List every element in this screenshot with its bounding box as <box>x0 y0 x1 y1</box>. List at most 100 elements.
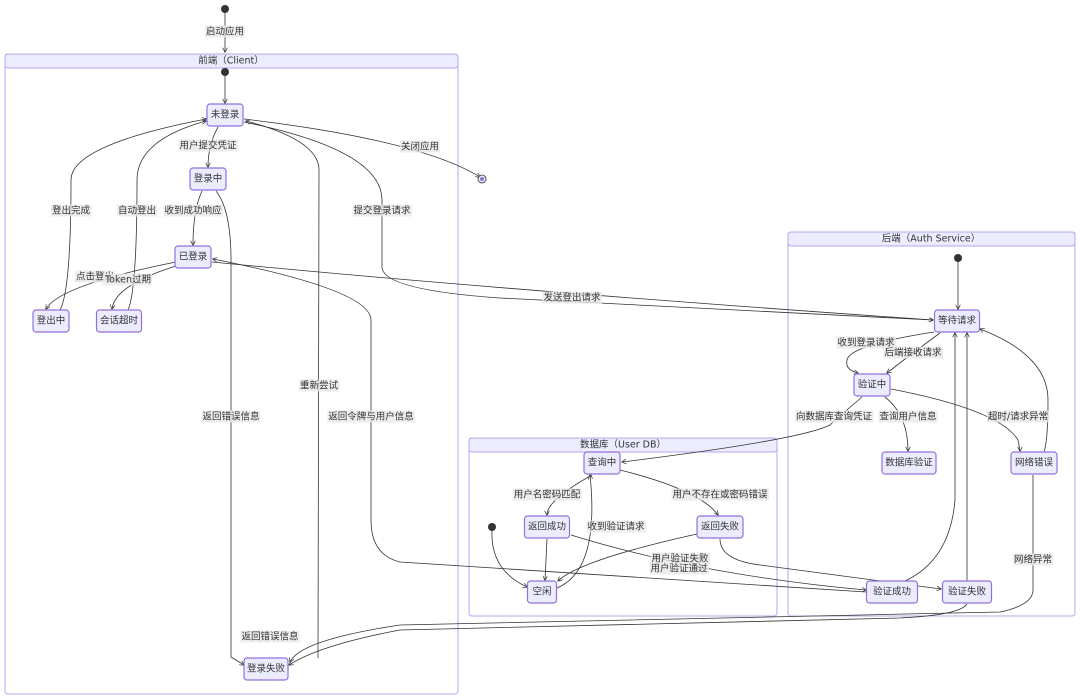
state-label: 数据库验证 <box>885 457 933 469</box>
edge-neterr-back <box>980 329 1049 453</box>
transition-label: 关闭应用 <box>399 140 441 153</box>
state-label: 空闲 <box>532 586 551 598</box>
transition-label: 收到登录请求 <box>836 336 896 349</box>
transition-text: 关闭应用 <box>401 141 439 153</box>
edge-net-exception <box>290 475 1034 662</box>
start-state <box>954 254 962 262</box>
edge-verify-ok-back <box>904 333 955 582</box>
edge-fail-to-login-failed <box>289 603 968 665</box>
transition-text: 发送登出请求 <box>543 292 601 304</box>
edge-return-error <box>215 190 244 665</box>
transition-text: 返回错误信息 <box>202 411 259 423</box>
transition-text: 收到成功响应 <box>164 205 222 217</box>
edge-return-token <box>213 259 867 593</box>
transition-text: 用户验证失败 <box>651 553 709 565</box>
transition-label: 提交登录请求 <box>352 204 412 217</box>
state-label: 登录失败 <box>247 663 286 675</box>
edge-logout-done <box>59 119 206 311</box>
transition-text: 网络异常 <box>1014 554 1052 566</box>
state-logged-in: 已登录 <box>174 245 212 269</box>
state-verify-fail: 验证失败 <box>941 580 993 604</box>
cluster-title: 后端（Auth Service） <box>882 233 980 245</box>
transition-text: 用户提交凭证 <box>179 140 237 152</box>
state-label: 返回成功 <box>528 521 566 533</box>
state-label: 未登录 <box>211 109 240 121</box>
transition-label: Token过期 <box>102 273 153 286</box>
cluster-title: 数据库（User DB） <box>580 439 666 451</box>
edge-ok-idle <box>545 538 547 580</box>
state-label: 验证成功 <box>873 586 911 598</box>
edge-submit-login <box>243 121 933 320</box>
state-login-failed: 登录失败 <box>243 657 289 681</box>
transition-text: 重新尝试 <box>300 380 339 392</box>
state-label: 登出中 <box>37 315 66 327</box>
transition-text: 收到登录请求 <box>837 337 895 349</box>
transition-label: 登出完成 <box>50 204 92 217</box>
transition-text: 返回错误信息 <box>241 631 298 643</box>
edge-token-expired <box>112 265 177 309</box>
transition-text: 用户不存在或密码错误 <box>672 489 768 501</box>
transition-text: 用户名密码匹配 <box>514 489 581 501</box>
state-label: 返回失败 <box>701 521 740 533</box>
transition-text: Token过期 <box>104 274 151 286</box>
state-return-ok: 返回成功 <box>523 515 571 539</box>
edge-db-start <box>491 529 527 587</box>
transition-label: 发送登出请求 <box>542 291 602 304</box>
state-label: 查询中 <box>588 457 617 469</box>
start-state <box>488 523 496 531</box>
end-state <box>477 174 487 184</box>
state-label: 等待请求 <box>938 315 977 327</box>
state-label: 会话超时 <box>100 315 139 327</box>
state-session-timeout: 会话超时 <box>95 309 143 333</box>
state-logging-in: 登录中 <box>189 167 227 191</box>
transition-label: 收到验证请求 <box>586 520 646 533</box>
transition-text: 提交登录请求 <box>353 205 411 217</box>
state-label: 验证失败 <box>948 586 987 598</box>
cluster-backend: 后端（Auth Service） <box>787 231 1076 617</box>
start-state <box>221 5 229 13</box>
state-label: 验证中 <box>858 379 887 391</box>
state-logging-out: 登出中 <box>32 309 70 333</box>
transition-label: 超时/请求异常 <box>986 410 1050 423</box>
state-querying: 查询中 <box>583 451 621 475</box>
edge-send-logout <box>211 261 933 320</box>
transition-text: 超时/请求异常 <box>988 411 1048 423</box>
edge-close-app <box>243 118 480 177</box>
transition-label: 自动登出 <box>116 204 158 217</box>
transition-label: 返回错误信息 <box>240 630 300 643</box>
start-state <box>221 68 229 76</box>
transition-label: 用户名密码匹配 <box>512 488 582 501</box>
transition-label: 重新尝试 <box>298 379 340 392</box>
edge-auto-logout <box>127 121 206 311</box>
transition-label: 用户提交凭证 <box>178 139 238 152</box>
edge-user-pass <box>570 534 866 590</box>
state-verifying: 验证中 <box>853 373 891 397</box>
transition-text: 收到验证请求 <box>587 521 645 533</box>
transition-label: 后端接收请求 <box>883 346 943 359</box>
edge-click-logout <box>46 261 177 309</box>
transition-text: 登出完成 <box>52 205 91 217</box>
edge-recv-verify <box>556 475 592 589</box>
transition-text: 用户验证通过 <box>650 563 708 575</box>
edge-retry <box>246 121 320 659</box>
transition-label: 查询用户信息 <box>878 410 938 423</box>
state-network-error: 网络错误 <box>1010 451 1058 475</box>
transition-text: 后端接收请求 <box>884 347 942 359</box>
transition-label: 用户验证失败 <box>650 552 710 565</box>
edge-timeout <box>890 388 1020 451</box>
state-db-verify: 数据库验证 <box>881 451 937 475</box>
state-label: 登录中 <box>194 173 223 185</box>
transition-label: 返回错误信息 <box>201 410 261 423</box>
transition-text: 启动应用 <box>206 26 244 38</box>
edges <box>46 12 1049 665</box>
edge-user-fail <box>719 538 941 589</box>
transition-text: 查询用户信息 <box>879 411 936 423</box>
state-not-logged-in: 未登录 <box>206 103 244 127</box>
state-label: 网络错误 <box>1015 457 1054 469</box>
state-label: 已登录 <box>179 252 208 263</box>
state-return-fail: 返回失败 <box>696 515 744 539</box>
state-idle: 空闲 <box>526 580 558 604</box>
transition-label: 用户不存在或密码错误 <box>671 488 769 501</box>
state-verify-ok: 验证成功 <box>865 580 919 604</box>
